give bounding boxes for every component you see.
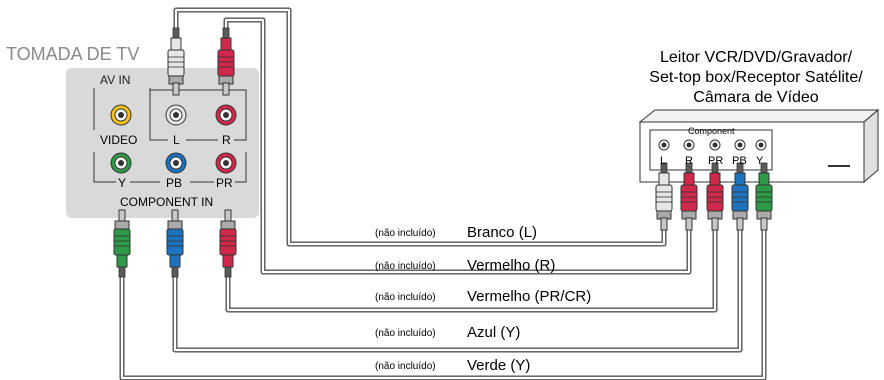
pr-jack	[215, 152, 237, 174]
cable-name: Vermelho (R)	[467, 257, 555, 274]
device-title-line3: Câmara de Vídeo	[693, 89, 819, 106]
component-in-label: COMPONENT IN	[120, 195, 213, 209]
device-box	[638, 108, 880, 184]
tv-y-label: Y	[118, 176, 126, 190]
cable-note: (não incluído)	[375, 292, 436, 303]
video-jack	[110, 104, 132, 126]
device-l-label: L	[660, 155, 666, 167]
av-in-label: AV IN	[100, 73, 130, 87]
device-pr-label: PR	[708, 155, 723, 167]
device-title-line1: Leitor VCR/DVD/Gravador/	[660, 49, 853, 66]
cable-name: Branco (L)	[467, 224, 537, 241]
cable-labels: (não incluído) Branco (L) (não incluído)…	[375, 224, 591, 374]
video-label: VIDEO	[100, 133, 137, 147]
device-component-label: Component	[688, 126, 735, 136]
device-y-label: Y	[756, 155, 764, 167]
device-r-label: R	[685, 155, 693, 167]
pb-jack	[165, 152, 187, 174]
tv-title: TOMADA DE TV	[6, 44, 139, 64]
tv-pr-label: PR	[216, 176, 233, 190]
device-title-line2: Set-top box/Receptor Satélite/	[649, 69, 863, 86]
cable-note: (não incluído)	[375, 261, 436, 272]
cable-note: (não incluído)	[375, 361, 436, 372]
tv-pb-label: PB	[166, 176, 182, 190]
tv-r-label: R	[222, 133, 231, 147]
y-jack	[110, 152, 132, 174]
cable-name: Vermelho (PR/CR)	[467, 288, 591, 305]
cable-name: Azul (Y)	[467, 324, 520, 341]
device-pb-label: PB	[732, 155, 747, 167]
audio-r-jack	[215, 104, 237, 126]
tv-l-label: L	[173, 133, 180, 147]
tv-panel	[66, 68, 259, 218]
cables	[119, 7, 767, 380]
red-pr-plug-tv	[219, 209, 237, 278]
blue-plug-tv	[166, 209, 184, 278]
cable-name: Verde (Y)	[467, 357, 530, 374]
cable-note: (não incluído)	[375, 328, 436, 339]
audio-l-jack	[165, 104, 187, 126]
cable-note: (não incluído)	[375, 228, 436, 239]
green-plug-tv	[113, 209, 131, 278]
